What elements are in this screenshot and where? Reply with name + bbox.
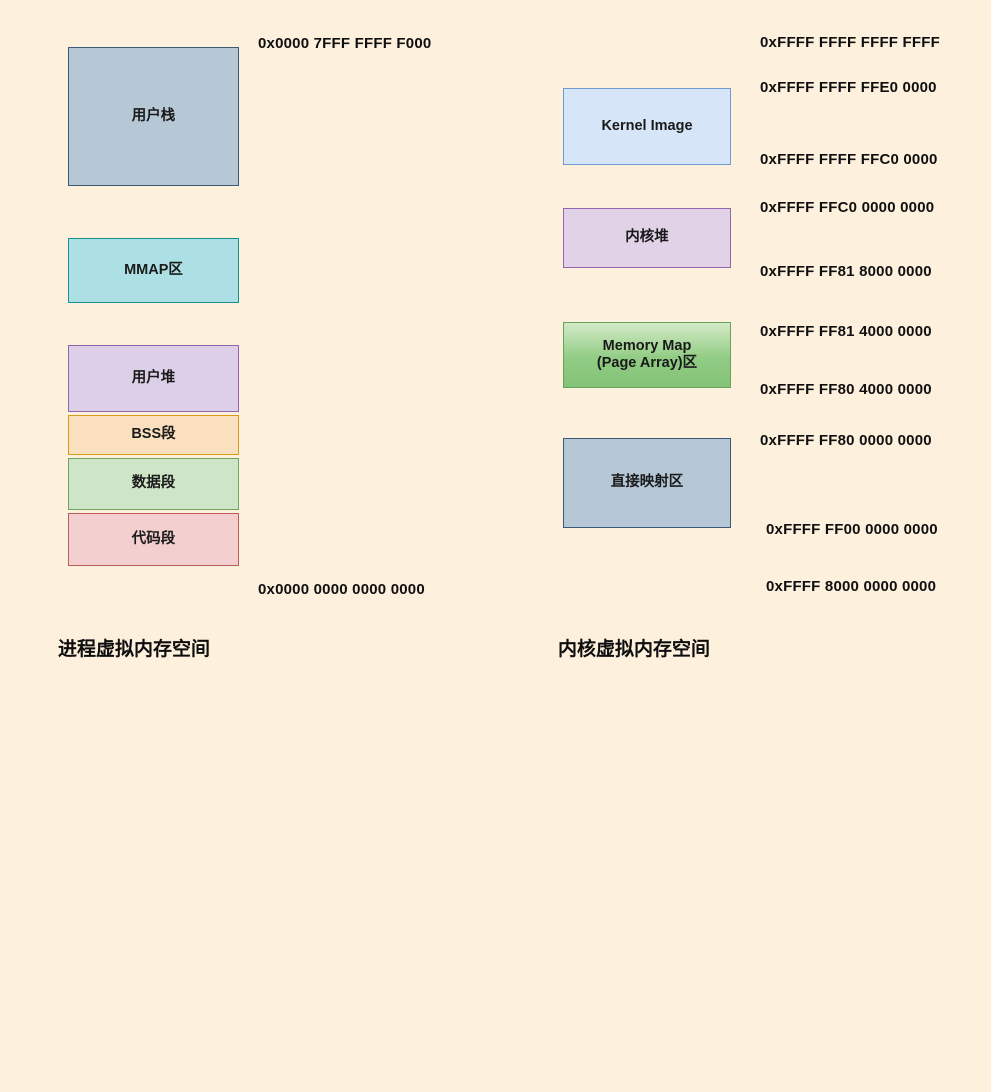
- process-block-0: 用户栈: [68, 47, 239, 186]
- kernel-block-3: 内核堆: [563, 208, 731, 268]
- kernel-block-label: 直接映射区: [610, 474, 684, 491]
- kernel-address-label-5: 0xFFFF FF81 4000 0000: [760, 323, 932, 340]
- process-address-label-0: 0x0000 7FFF FFFF F000: [258, 35, 432, 52]
- process-block-label: 代码段: [131, 530, 176, 547]
- kernel-address-label-9: 0xFFFF 8000 0000 0000: [766, 578, 937, 595]
- diagram-canvas: 用户栈 MMAP区用户堆 BSS段数据段代码段 0x0000 7FFF FFFF F…: [58, 34, 940, 660]
- kernel-block-label: Memory Map(Page Array)区: [596, 337, 698, 371]
- process-block-4: 用户堆: [68, 345, 239, 412]
- kernel-address-label-0: 0xFFFF FFFF FFFF FFFF: [760, 34, 940, 51]
- kernel-memory-column: [0, 548, 168, 1092]
- process-block-7: 代码段: [68, 513, 239, 566]
- kernel-block-label: 内核堆: [625, 229, 669, 246]
- process-block-6: 数据段: [68, 458, 239, 510]
- process-block-label: MMAP区: [124, 261, 183, 278]
- process-address-label-1: 0x0000 0000 0000 0000: [258, 581, 425, 598]
- process-space-caption: 进程虚拟内存空间: [58, 639, 211, 660]
- process-block-label: 用户堆: [131, 369, 176, 386]
- kernel-block-7: 直接映射区: [563, 438, 731, 528]
- process-block-label: 用户栈: [131, 107, 176, 124]
- process-block-2: MMAP区: [68, 238, 239, 303]
- kernel-address-label-6: 0xFFFF FF80 4000 0000: [760, 381, 932, 398]
- process-block-label: 数据段: [131, 475, 176, 492]
- kernel-address-label-2: 0xFFFF FFFF FFC0 0000: [760, 151, 938, 168]
- kernel-address-label-4: 0xFFFF FF81 8000 0000: [760, 263, 932, 280]
- process-block-5: BSS段: [68, 415, 239, 455]
- kernel-space-caption: 内核虚拟内存空间: [558, 639, 711, 660]
- kernel-address-label-8: 0xFFFF FF00 0000 0000: [766, 521, 938, 538]
- kernel-address-label-3: 0xFFFF FFC0 0000 0000: [760, 199, 935, 216]
- process-block-label: BSS段: [131, 426, 176, 443]
- kernel-block-label: Kernel Image: [601, 117, 693, 134]
- kernel-block-1: Kernel Image: [563, 88, 731, 165]
- kernel-address-label-1: 0xFFFF FFFF FFE0 0000: [760, 79, 937, 96]
- kernel-block-5: Memory Map(Page Array)区: [563, 322, 731, 388]
- kernel-address-label-7: 0xFFFF FF80 0000 0000: [760, 432, 932, 449]
